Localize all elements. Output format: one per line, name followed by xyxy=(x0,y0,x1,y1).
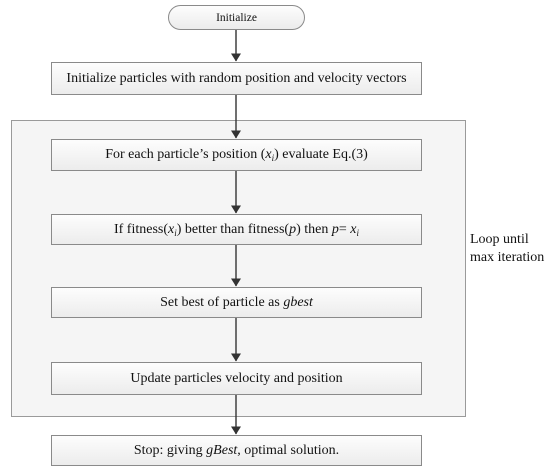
update-label: Update particles velocity and position xyxy=(130,370,343,386)
init-particles-label: Initialize particles with random positio… xyxy=(66,70,407,86)
loop-label-line-1: Loop until xyxy=(470,232,529,247)
fitness-check-step: If fitness(xi) better than fitness(p) th… xyxy=(51,214,422,245)
start-node-label: Initialize xyxy=(216,11,257,24)
update-step: Update particles velocity and position xyxy=(51,362,422,395)
set-best-step: Set best of particle as gbest xyxy=(51,287,422,318)
start-node: Initialize xyxy=(168,5,305,30)
stop-label: Stop: giving gBest, optimal solution. xyxy=(133,442,340,458)
stop-step: Stop: giving gBest, optimal solution. xyxy=(51,435,422,466)
loop-label: Loop until max iteration xyxy=(470,231,544,267)
evaluate-label: For each particle’s position (xi) evalua… xyxy=(105,147,368,163)
loop-label-line-2: max iteration xyxy=(470,250,545,265)
evaluate-step: For each particle’s position (xi) evalua… xyxy=(51,139,422,171)
set-best-label: Set best of particle as gbest xyxy=(160,294,313,310)
init-particles-step: Initialize particles with random positio… xyxy=(51,62,422,95)
fitness-check-label: If fitness(xi) better than fitness(p) th… xyxy=(113,221,360,238)
